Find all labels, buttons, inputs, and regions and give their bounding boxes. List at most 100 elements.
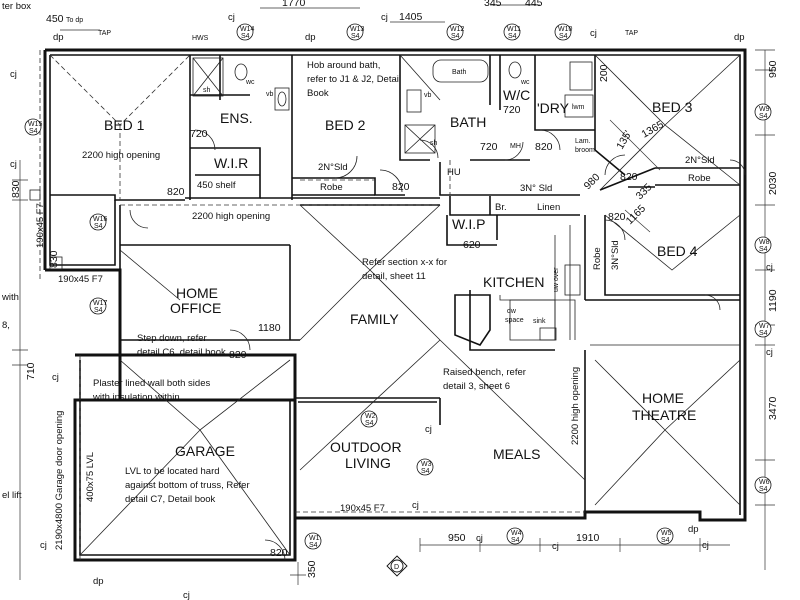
- dp-marker-top-mid: dp: [305, 32, 316, 43]
- note-sh2: sh: [430, 140, 438, 147]
- note-space: space: [505, 317, 524, 324]
- dim-1165: 1165: [624, 203, 649, 228]
- note-sh1: sh: [203, 87, 211, 94]
- room-wir: W.I.R: [214, 155, 248, 171]
- dim-820-bed2: 820: [392, 181, 410, 193]
- cj-marker-2: cj: [381, 12, 388, 23]
- room-kitchen: KITCHEN: [483, 274, 544, 290]
- dim-350: 350: [306, 560, 318, 578]
- room-wip: W.I.P: [452, 216, 485, 232]
- cj-marker-3: cj: [590, 28, 597, 39]
- note-left-box: ter box: [2, 1, 31, 12]
- note-robe-bed3: Robe: [688, 173, 711, 184]
- svg-text:S4: S4: [759, 486, 768, 493]
- note-tap-1: TAP: [98, 30, 111, 37]
- room-bed4: BED 4: [657, 243, 698, 259]
- dim-820-bed4: 820: [608, 211, 626, 223]
- note-left-lift: el lift: [2, 490, 22, 501]
- svg-text:S4: S4: [559, 33, 568, 40]
- note-sld-bed2: 2N°Sld: [318, 162, 348, 173]
- note-hu: HU: [447, 167, 461, 178]
- room-outdoor-line1: OUTDOOR: [330, 439, 402, 455]
- dim-200: 200: [598, 64, 610, 82]
- dashed-lines: [39, 50, 585, 560]
- dim-710: 710: [25, 362, 37, 380]
- dim-720-bath: 720: [480, 141, 498, 153]
- note-opening-hall: 2200 high opening: [192, 211, 270, 222]
- svg-text:S4: S4: [309, 542, 318, 549]
- svg-text:W11: W11: [507, 26, 521, 33]
- room-garage: GARAGE: [175, 443, 235, 459]
- note-plaster-2: with insulation within: [92, 392, 180, 403]
- room-home-office-line2: OFFICE: [170, 300, 221, 316]
- room-wc: W/C: [503, 87, 530, 103]
- note-sld-bed4: 3N°Sld: [610, 240, 621, 270]
- dp-marker-top-left: dp: [53, 32, 64, 43]
- dim-820-garage: 820: [270, 547, 288, 559]
- note-lvl-3: detail C7, Detail book: [125, 494, 216, 505]
- note-robe-bed4: Robe: [592, 247, 603, 270]
- room-outdoor-line2: LIVING: [345, 455, 391, 471]
- note-left-8: 8,: [2, 320, 10, 331]
- room-theatre-line2: THEATRE: [632, 407, 696, 423]
- dim-720-ens: 720: [190, 128, 208, 140]
- cj-marker-5: cj: [10, 159, 17, 170]
- svg-text:S4: S4: [29, 128, 38, 135]
- note-br: Br.: [495, 202, 507, 213]
- cj-marker-7: cj: [40, 540, 47, 551]
- svg-text:S4: S4: [508, 33, 517, 40]
- svg-text:W10: W10: [558, 26, 573, 33]
- svg-text:W3: W3: [421, 461, 432, 468]
- note-theatre-opening: 2200 high opening: [570, 367, 581, 445]
- cj-marker-12: cj: [412, 500, 419, 511]
- svg-text:W4: W4: [511, 530, 522, 537]
- cj-marker-10: cj: [476, 533, 483, 544]
- svg-text:S4: S4: [661, 537, 670, 544]
- note-left-with: with: [1, 292, 19, 303]
- room-theatre-line1: HOME: [642, 390, 684, 406]
- svg-text:S4: S4: [511, 537, 520, 544]
- note-robe-bed2: Robe: [320, 182, 343, 193]
- room-bed3: BED 3: [652, 99, 693, 115]
- note-sink: sink: [533, 318, 546, 325]
- note-to-dp: To dp: [66, 17, 83, 24]
- dim-1405: 1405: [399, 11, 423, 23]
- dim-335: 335: [634, 181, 655, 202]
- svg-text:W16: W16: [93, 216, 108, 223]
- dim-980: 980: [582, 171, 603, 192]
- note-opening-bed1: 2200 high opening: [82, 150, 160, 161]
- note-lwm: lwm: [572, 104, 585, 111]
- dim-720-wc: 720: [503, 104, 521, 116]
- svg-text:S4: S4: [241, 33, 250, 40]
- note-lvl-2: against bottom of truss, Refer: [125, 480, 250, 491]
- note-raised-1: Raised bench, refer: [443, 367, 526, 378]
- note-sld-linen: 3N° Sld: [520, 183, 552, 194]
- cj-marker-1: cj: [228, 12, 235, 23]
- note-section-1: Refer section x-x for: [362, 257, 447, 268]
- room-ensuite: ENS.: [220, 110, 253, 126]
- note-lam: Lam.: [575, 138, 591, 145]
- svg-text:W8: W8: [759, 239, 770, 246]
- note-vb2: vb: [424, 92, 432, 99]
- svg-text:W14: W14: [240, 26, 255, 33]
- note-hob-2: refer to J1 & J2, Detail: [307, 74, 401, 85]
- note-raised-2: detail 3, sheet 6: [443, 381, 510, 392]
- note-beam-2: 190x45 F7: [58, 274, 103, 285]
- cj-marker-15: cj: [702, 540, 709, 551]
- note-garage-lvl: 400x75 LVL: [85, 452, 96, 502]
- note-mh: MH: [510, 143, 521, 150]
- dim-950-bottom: 950: [448, 532, 466, 544]
- note-wc2: wc: [520, 79, 530, 86]
- note-hws: HWS: [192, 35, 209, 42]
- cj-marker-13: cj: [766, 347, 773, 358]
- svg-text:W13: W13: [350, 26, 365, 33]
- dim-820-office: 820: [229, 349, 247, 361]
